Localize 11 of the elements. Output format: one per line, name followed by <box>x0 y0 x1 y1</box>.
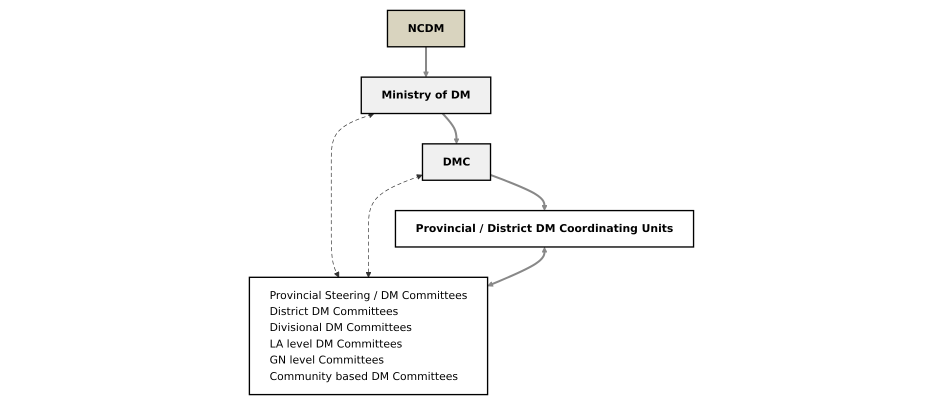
arrow <box>490 174 547 211</box>
node-box: Provincial Steering / DM Committees District DM Committees Divisional DM Committees LA level DM Committees GN level Committees Community based DM Committees <box>248 276 488 396</box>
arrow <box>330 112 374 278</box>
arrow <box>441 112 459 144</box>
arrow <box>486 246 547 287</box>
node-box: NCDM <box>386 10 465 48</box>
node-box: DMC <box>421 143 491 181</box>
node-box: Ministry of DM <box>360 76 491 114</box>
node-box: Provincial / District DM Coordinating Units <box>394 210 694 248</box>
arrow <box>422 46 428 78</box>
arrow <box>365 174 422 278</box>
